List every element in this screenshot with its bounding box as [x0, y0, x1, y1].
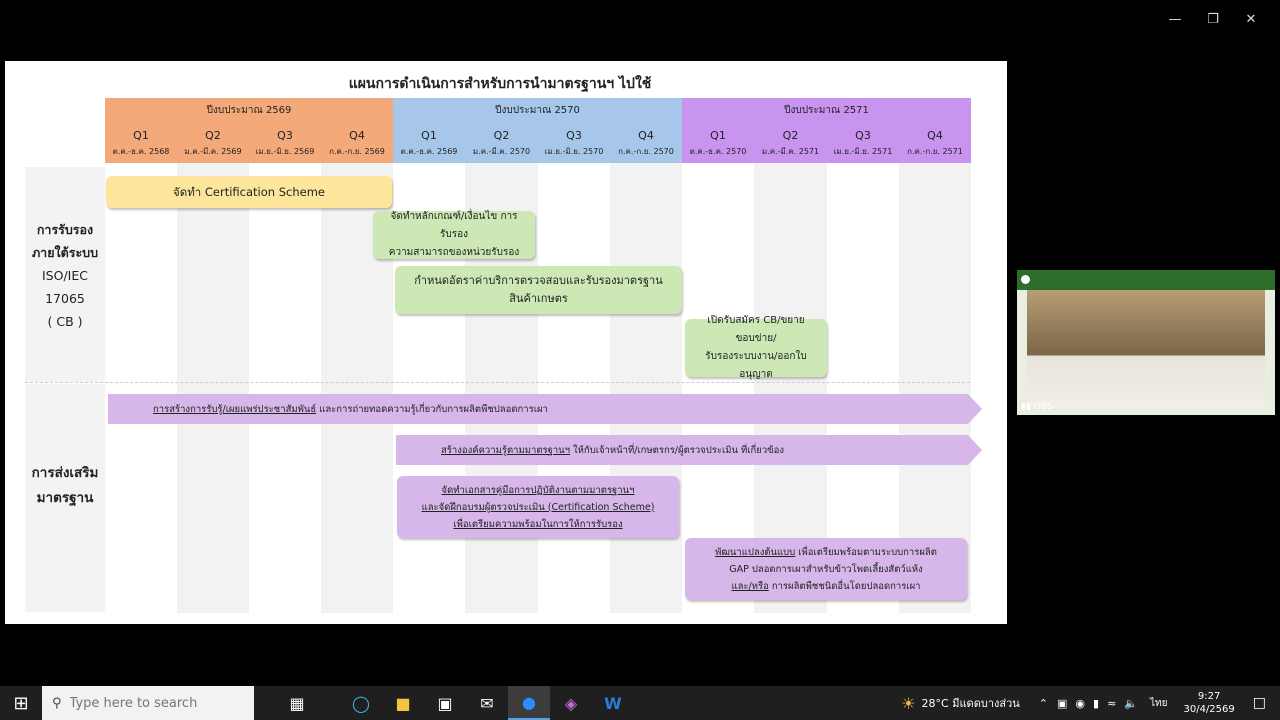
language-indicator[interactable]: ไทย [1150, 697, 1168, 709]
year-header-2569: ปีงบประมาณ 2569 [105, 98, 393, 123]
weather-text[interactable]: 28°C มีแดดบางส่วน [921, 697, 1020, 710]
mail-icon[interactable]: ✉ [480, 693, 494, 713]
clock[interactable]: 9:27 30/4/2569 [1183, 691, 1235, 715]
task-pilot-plots: พัฒนาแปลงต้นแบบ เพื่อเตรียมพร้อมตามระบบก… [685, 538, 967, 600]
windows-start-icon[interactable]: ⊞ [13, 692, 29, 714]
column-shade [177, 163, 249, 613]
task-cb-applications: เปิดรับสมัคร CB/ขยายขอบข่าย/รับรองระบบงา… [685, 315, 827, 380]
category-cell [25, 167, 105, 382]
shared-slide: แผนการดำเนินการสำหรับการนำมาตรฐานฯ ไปใช้… [5, 61, 1007, 624]
category-promotion: การส่งเสริม มาตรฐาน [31, 465, 99, 506]
category-certification: การรับรอง ภายใต้ระบบ ISO/IEC 17065 ( CB … [31, 222, 99, 329]
window-controls: — ❐ ✕ [1156, 8, 1270, 30]
volume-icon[interactable]: 🔈 [1124, 696, 1138, 710]
task-criteria: จัดทำหลักเกณฑ์/เงื่อนไข การรับรองความสาม… [373, 211, 535, 259]
close-icon[interactable]: ✕ [1245, 11, 1257, 27]
meeting-video-thumbnail[interactable]: ▮▮ OBS [1017, 270, 1275, 415]
row-divider [25, 382, 970, 383]
task-certification-scheme: จัดทำ Certification Scheme [106, 176, 392, 208]
meeting-banner [1017, 270, 1275, 290]
arrow-knowledge: สร้างองค์ความรู้ตามมาตรฐานฯ ให้กับเจ้าหน… [396, 435, 982, 465]
microphone-icon[interactable]: ◉ [1075, 696, 1086, 710]
restore-icon[interactable]: ❐ [1207, 11, 1219, 27]
file-explorer-icon[interactable]: ■ [395, 693, 411, 713]
year-header-2571: ปีงบประมาณ 2571 [682, 98, 971, 123]
search-input[interactable] [69, 695, 220, 711]
maps-icon[interactable]: ◈ [564, 693, 578, 713]
store-icon[interactable]: ▣ [437, 693, 453, 713]
taskbar: ⊞ ⚲ ▦ ◯ ■ ▣ ✉ ● ◈ W ☀ 28°C มีแดดบางส่วน … [0, 686, 1280, 720]
minimize-icon[interactable]: — [1168, 11, 1182, 27]
notification-icon[interactable]: □ [1252, 695, 1266, 711]
column-shade [610, 163, 682, 613]
chevron-up-icon[interactable]: ⌃ [1038, 696, 1048, 710]
system-tray: ☀ 28°C มีแดดบางส่วน ⌃ ▣ ◉ ▮ ≈ 🔈 ไทย 9:27… [901, 686, 1280, 720]
taskbar-search[interactable]: ⚲ [42, 686, 254, 720]
weather-icon[interactable]: ☀ [901, 693, 916, 713]
category-cell [25, 384, 105, 612]
meet-now-icon[interactable]: ▣ [1057, 696, 1068, 710]
year-header-2570: ปีงบประมาณ 2570 [393, 98, 682, 123]
task-view-icon[interactable]: ▦ [289, 693, 305, 713]
slide-title: แผนการดำเนินการสำหรับการนำมาตรฐานฯ ไปใช้ [348, 76, 652, 92]
task-service-rates: กำหนดอัตราค่าบริการตรวจสอบและรับรองมาตรฐ… [395, 266, 682, 314]
task-manual-training: จัดทำเอกสารคู่มือการปฏิบัติงานตามมาตรฐาน… [397, 476, 679, 538]
zoom-icon[interactable]: ● [508, 686, 550, 720]
search-icon: ⚲ [52, 695, 62, 711]
word-icon[interactable]: W [604, 693, 622, 713]
wifi-icon[interactable]: ≈ [1107, 696, 1117, 710]
arrow-awareness: การสร้างการรับรู้/เผยแพร่ประชาสัมพันธ์ แ… [108, 394, 982, 424]
battery-icon[interactable]: ▮ [1093, 696, 1100, 710]
obs-label: ▮▮ OBS [1021, 402, 1053, 412]
edge-icon[interactable]: ◯ [352, 693, 370, 713]
logo-icon [1021, 275, 1030, 284]
meeting-room-video [1027, 290, 1265, 408]
